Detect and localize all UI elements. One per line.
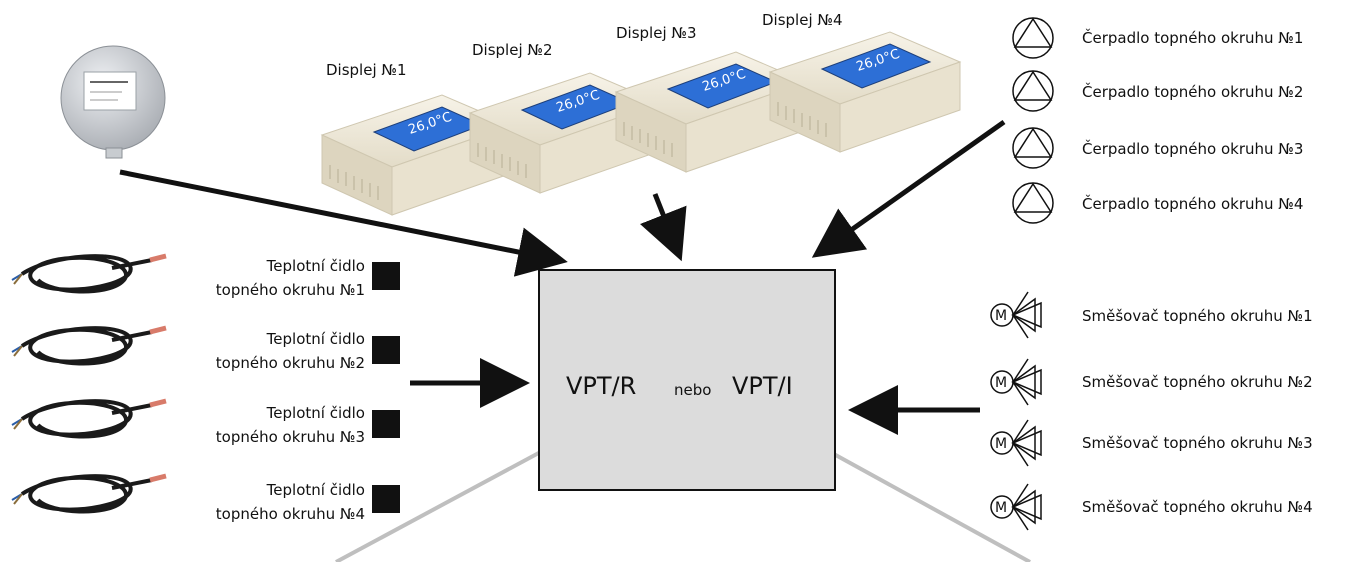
outdoor-sensor-icon	[60, 45, 166, 159]
display-label-3: Displej №3	[616, 24, 697, 42]
svg-text:M: M	[995, 375, 1007, 391]
sensor-label-3-line2: topného okruhu №3	[215, 428, 365, 446]
svg-text:M: M	[995, 308, 1007, 324]
sensor-label-1-line2: topného okruhu №1	[215, 281, 365, 299]
display-label-1: Displej №1	[326, 61, 407, 79]
sensor-label-4-line2: topného okruhu №4	[215, 505, 365, 523]
controller-box: VPT/R nebo VPT/I	[538, 269, 836, 491]
temperature-sensor-icon-4	[12, 476, 166, 512]
sensor-label-3: Teplotní čidlo topného okruhu №3	[145, 401, 365, 449]
controller-name-left: VPT/R	[566, 372, 637, 400]
sensor-label-2: Teplotní čidlo topného okruhu №2	[145, 327, 365, 375]
temperature-sensor-icon-1	[12, 256, 166, 292]
pump-icon-4	[1012, 182, 1054, 224]
arrow-outdoor-sensor	[119, 169, 568, 277]
pump-label-3: Čerpadlo topného okruhu №3	[1082, 140, 1304, 158]
sensor-label-1-line1: Teplotní čidlo	[266, 257, 365, 275]
temperature-sensor-icon-3	[12, 401, 166, 437]
controller-separator: nebo	[674, 381, 712, 399]
sensor-label-2-line2: topného okruhu №2	[215, 354, 365, 372]
sensor-terminal-1	[372, 262, 400, 290]
controller-name-right: VPT/I	[732, 372, 793, 400]
mixing-valve-icon-4: M	[990, 483, 1042, 531]
svg-text:M: M	[995, 436, 1007, 452]
mixing-valve-icon-2: M	[990, 358, 1042, 406]
mixer-label-3: Směšovač topného okruhu №3	[1082, 434, 1313, 452]
arrow-pumps	[811, 119, 1006, 258]
pump-label-1: Čerpadlo topného okruhu №1	[1082, 29, 1304, 47]
mixer-label-4: Směšovač topného okruhu №4	[1082, 498, 1313, 516]
mixer-label-2: Směšovač topného okruhu №2	[1082, 373, 1313, 391]
mixer-label-1: Směšovač topného okruhu №1	[1082, 307, 1313, 325]
mixing-valve-icon-1: M	[990, 291, 1042, 339]
sensor-label-4-line1: Teplotní čidlo	[266, 481, 365, 499]
pump-label-2: Čerpadlo topného okruhu №2	[1082, 83, 1304, 101]
arrow-displays	[640, 193, 687, 262]
pump-label-4: Čerpadlo topného okruhu №4	[1082, 195, 1304, 213]
mixing-valve-icon-3: M	[990, 419, 1042, 467]
svg-text:M: M	[995, 500, 1007, 516]
sensor-terminal-2	[372, 336, 400, 364]
sensor-label-3-line1: Teplotní čidlo	[266, 404, 365, 422]
sensor-label-2-line1: Teplotní čidlo	[266, 330, 365, 348]
display-label-4: Displej №4	[762, 11, 843, 29]
pump-icon-2	[1012, 70, 1054, 112]
pump-icon-1	[1012, 17, 1054, 59]
sensor-terminal-3	[372, 410, 400, 438]
sensor-terminal-4	[372, 485, 400, 513]
display-unit-4	[769, 31, 961, 153]
temperature-sensor-icon-2	[12, 328, 166, 364]
sensor-label-4: Teplotní čidlo topného okruhu №4	[145, 478, 365, 526]
display-label-2: Displej №2	[472, 41, 553, 59]
sensor-label-1: Teplotní čidlo topného okruhu №1	[145, 254, 365, 302]
pump-icon-3	[1012, 127, 1054, 169]
